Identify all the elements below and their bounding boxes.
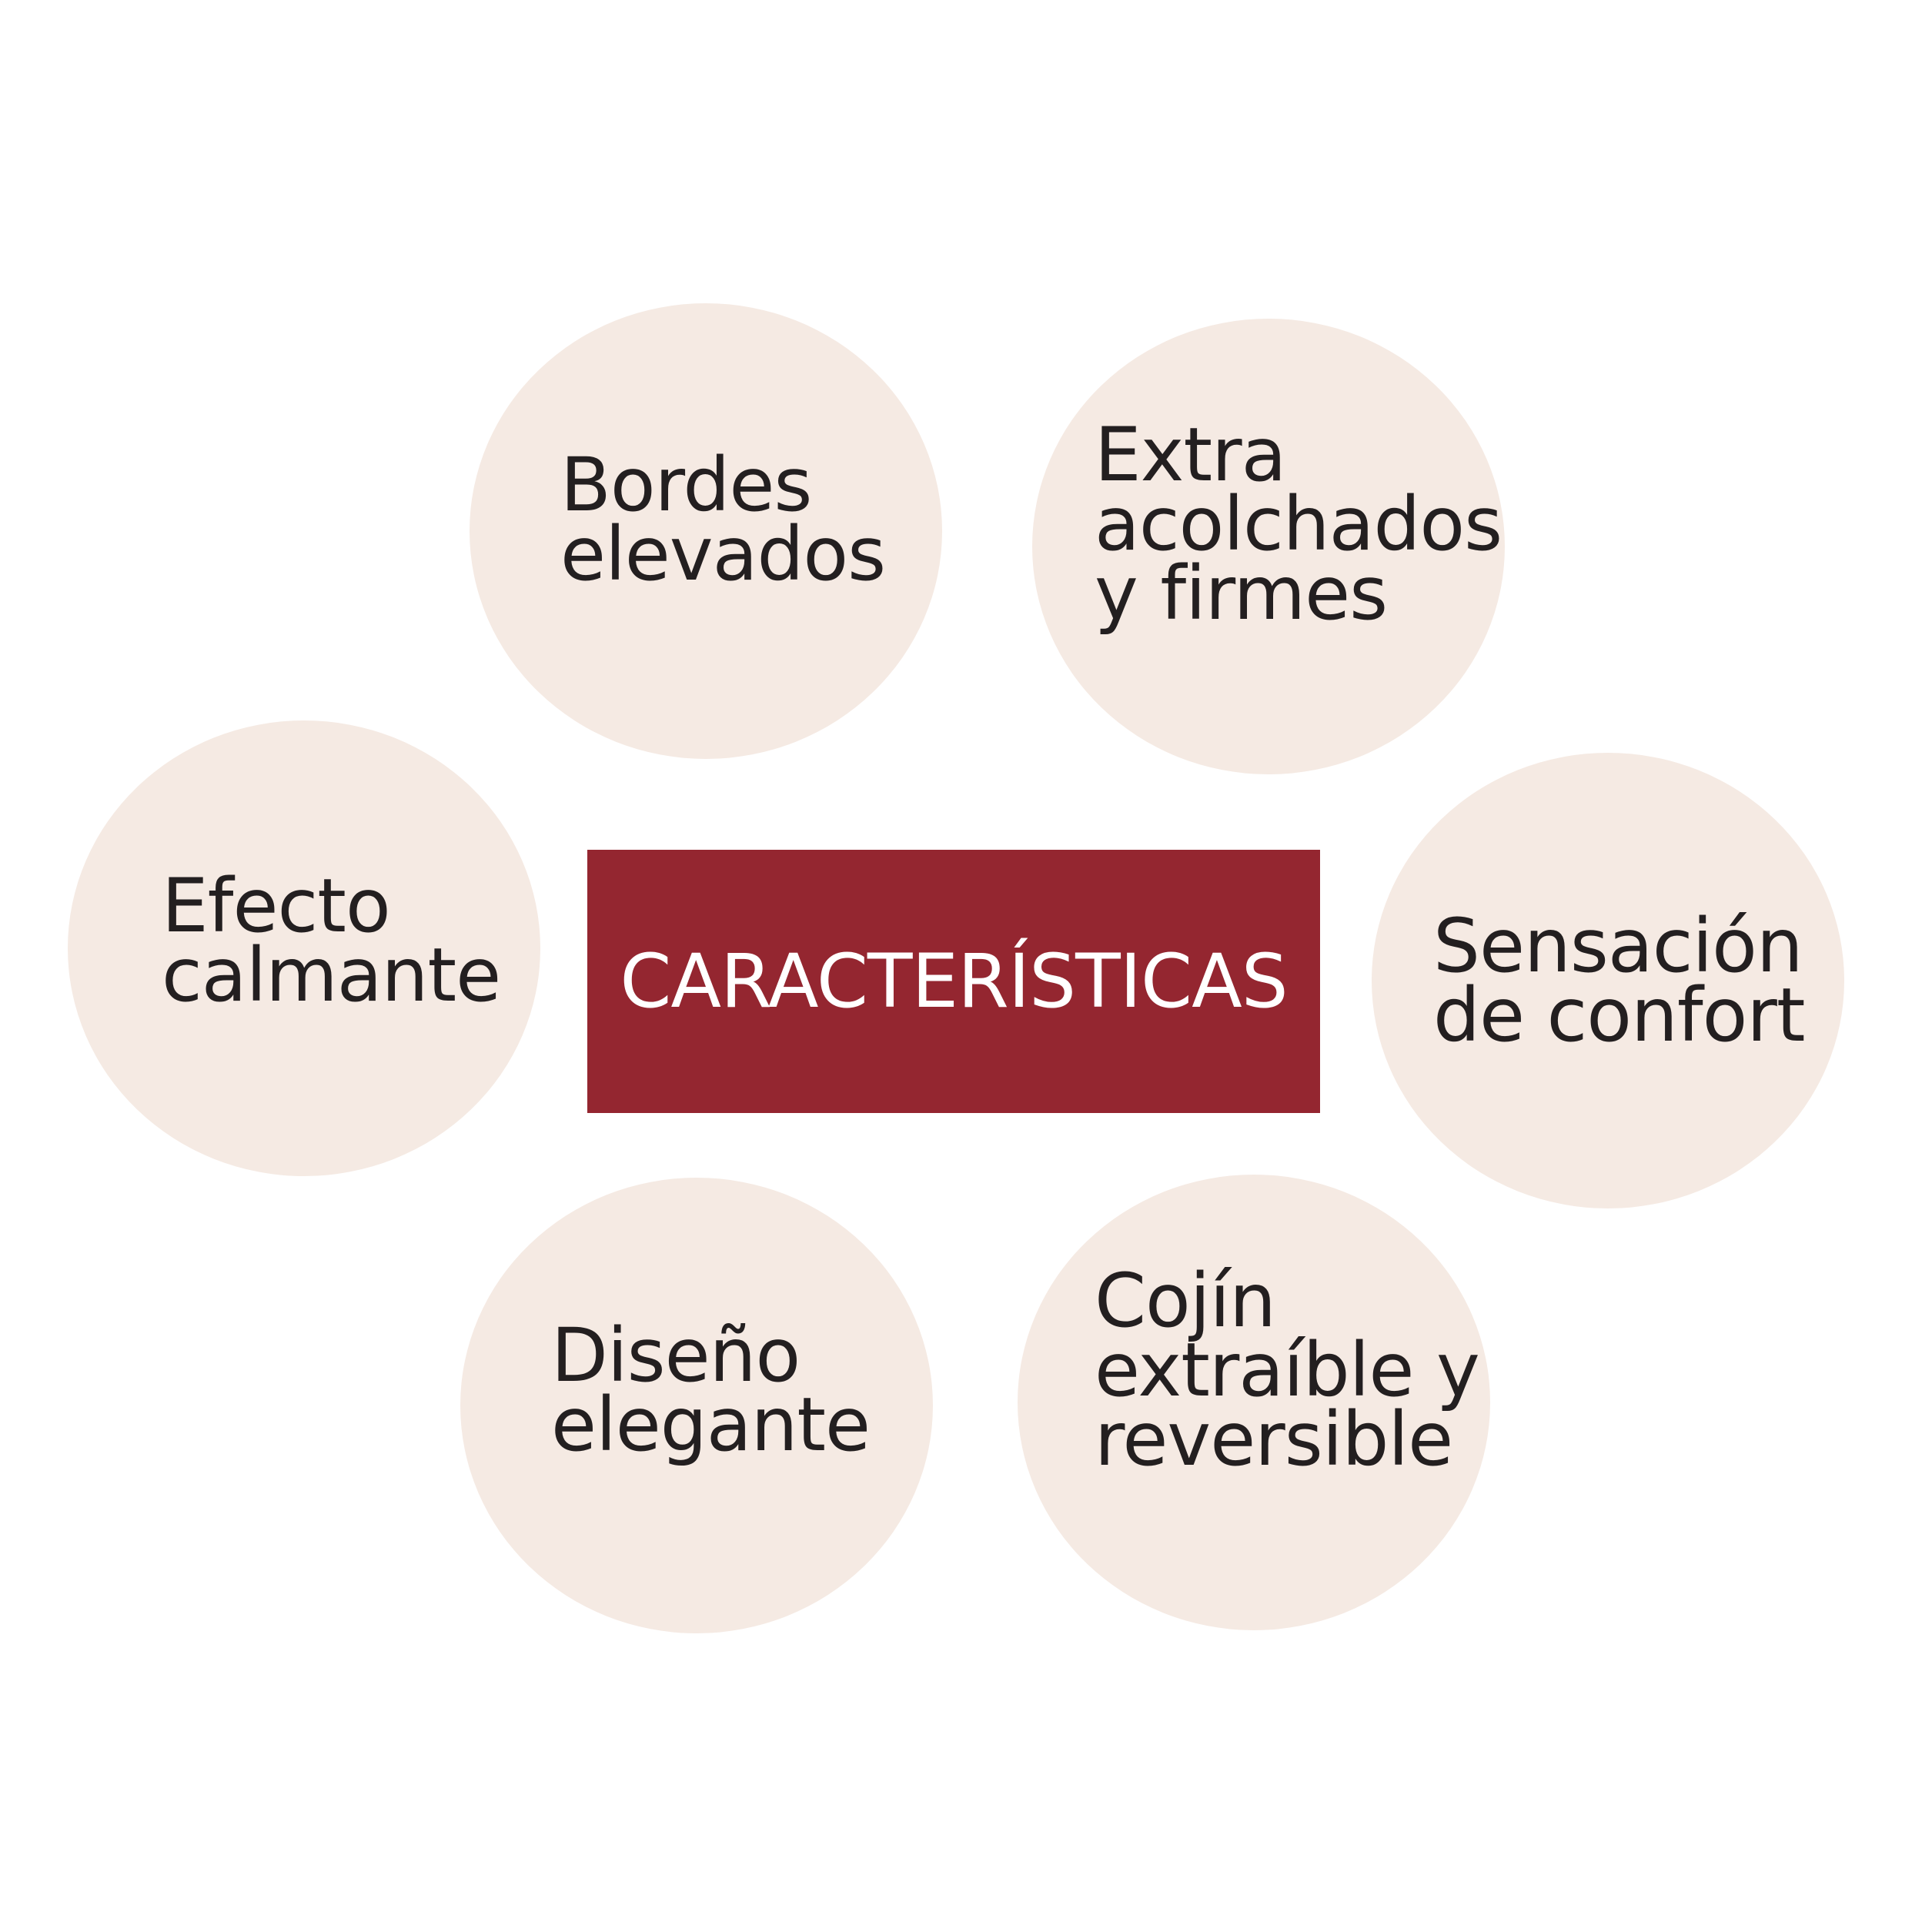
feature-label-raised-edges: Bordes elevados xyxy=(560,442,886,597)
feature-bubble-elegant-design xyxy=(460,1178,933,1633)
feature-bubble-removable-cushion xyxy=(1018,1175,1490,1630)
feature-label-elegant-design: Diseño elegante xyxy=(551,1312,871,1468)
feature-label-comfort: Sensación de confort xyxy=(1433,903,1806,1058)
feature-bubble-comfort xyxy=(1372,753,1844,1208)
feature-label-extra-padded: Extra acolchados y firmes xyxy=(1095,412,1502,637)
center-title: CARACTERÍSTICAS xyxy=(620,938,1288,1024)
center-title-box: CARACTERÍSTICAS xyxy=(587,850,1320,1113)
feature-label-removable-cushion: Cojín extraíble y reversible xyxy=(1095,1258,1480,1482)
feature-bubble-raised-edges xyxy=(470,303,942,759)
feature-bubble-extra-padded xyxy=(1032,319,1505,774)
feature-label-calming-effect: Efecto calmante xyxy=(162,863,501,1018)
feature-bubble-calming-effect xyxy=(68,720,540,1176)
